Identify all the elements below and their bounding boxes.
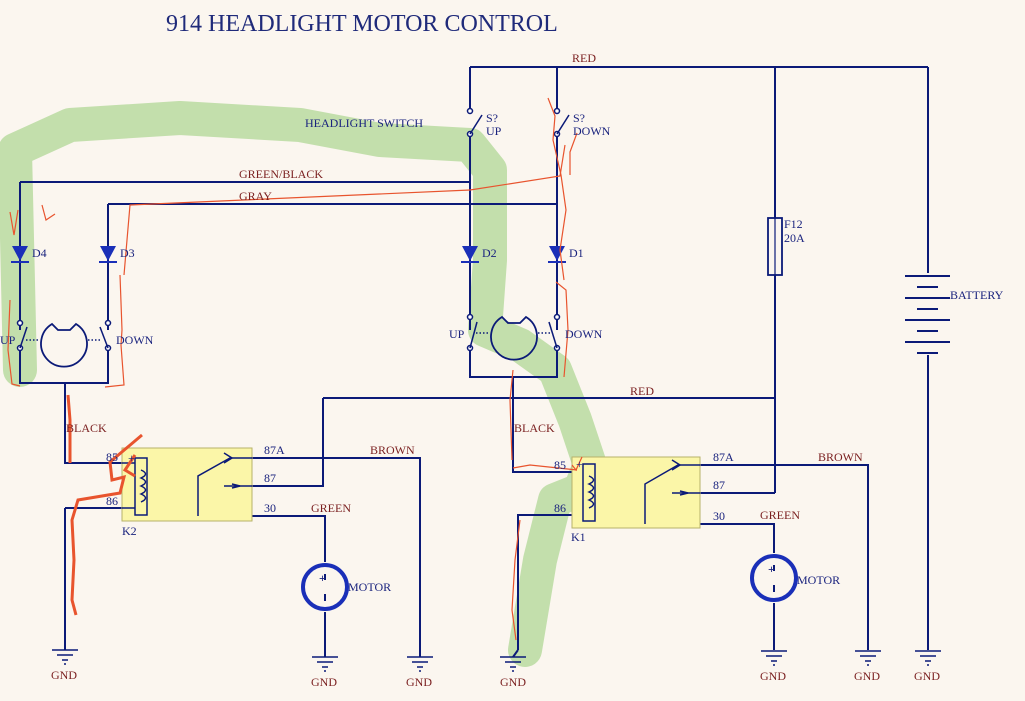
diagram-title: 914 HEADLIGHT MOTOR CONTROL bbox=[166, 11, 558, 37]
k1-ref: K1 bbox=[571, 530, 586, 544]
relay-k2 bbox=[121, 447, 253, 522]
diode-d2-label: D2 bbox=[482, 246, 497, 260]
wire-label-red-top: RED bbox=[572, 51, 596, 65]
diode-d4-label: D4 bbox=[32, 246, 47, 260]
diode-d1 bbox=[548, 246, 566, 263]
diode-d3 bbox=[99, 246, 117, 263]
battery bbox=[905, 275, 950, 354]
gnd-6 bbox=[855, 650, 881, 666]
limit-right-down-label: DOWN bbox=[565, 327, 603, 341]
k2-pin30: 30 bbox=[264, 501, 276, 515]
gnd-1 bbox=[52, 649, 78, 665]
k2-pin86: 86 bbox=[106, 494, 118, 508]
wire-label-red-mid: RED bbox=[630, 384, 654, 398]
k2-pin85: 85 bbox=[106, 450, 118, 464]
gnd-label-6: GND bbox=[854, 669, 880, 683]
wire-label-gray: GRAY bbox=[239, 189, 272, 203]
battery-label: BATTERY bbox=[950, 288, 1004, 302]
wire-label-brown-right: BROWN bbox=[818, 450, 863, 464]
limit-left-up-label: UP bbox=[0, 333, 16, 347]
wire-label-black-left: BLACK bbox=[66, 421, 107, 435]
wire-label-black-right: BLACK bbox=[514, 421, 555, 435]
k2-ref: K2 bbox=[122, 524, 137, 538]
gnd-7 bbox=[915, 650, 941, 666]
k2-coil-plus: + bbox=[128, 451, 135, 465]
wire-label-green-left: GREEN bbox=[311, 501, 351, 515]
k1-coil-plus: + bbox=[576, 457, 583, 471]
gnd-label-7: GND bbox=[914, 669, 940, 683]
limit-switch-right bbox=[466, 313, 561, 361]
gnd-label-1: GND bbox=[51, 668, 77, 682]
switch-down-ref: S? bbox=[573, 111, 585, 125]
gnd-5 bbox=[761, 650, 787, 666]
fuse-f12 bbox=[767, 217, 783, 276]
diode-d1-label: D1 bbox=[569, 246, 584, 260]
motor-left bbox=[301, 563, 349, 611]
ground-symbols bbox=[52, 649, 941, 672]
diode-d2 bbox=[461, 246, 479, 263]
gnd-2 bbox=[312, 650, 338, 672]
headlight-switch bbox=[466, 107, 570, 138]
gnd-label-4: GND bbox=[500, 675, 526, 689]
k2-pin87a: 87A bbox=[264, 443, 285, 457]
gnd-4 bbox=[500, 649, 526, 672]
switch-up-ref: S? bbox=[486, 111, 498, 125]
motor-right-label: MOTOR bbox=[797, 573, 840, 587]
limit-right-up-label: UP bbox=[449, 327, 465, 341]
k1-pin87: 87 bbox=[713, 478, 725, 492]
motor-right bbox=[750, 554, 798, 602]
k2-pin87: 87 bbox=[264, 471, 276, 485]
k1-pin85: 85 bbox=[554, 458, 566, 472]
wire-label-brown-left: BROWN bbox=[370, 443, 415, 457]
diodes bbox=[11, 246, 566, 263]
fuse-ref: F12 bbox=[784, 217, 803, 231]
motor-left-label: MOTOR bbox=[348, 580, 391, 594]
gnd-label-2: GND bbox=[311, 675, 337, 689]
gnd-3 bbox=[407, 650, 433, 672]
fuse-rating: 20A bbox=[784, 231, 805, 245]
k1-pin87a: 87A bbox=[713, 450, 734, 464]
relay-k1 bbox=[571, 456, 701, 529]
switch-down-name: DOWN bbox=[573, 124, 611, 138]
diode-d4 bbox=[11, 246, 29, 263]
limit-switch-left bbox=[16, 319, 112, 368]
diode-d3-label: D3 bbox=[120, 246, 135, 260]
limit-left-down-label: DOWN bbox=[116, 333, 154, 347]
gnd-label-5: GND bbox=[760, 669, 786, 683]
motor-left-plus: + bbox=[319, 571, 326, 585]
k1-pin30: 30 bbox=[713, 509, 725, 523]
motor-right-plus: + bbox=[768, 562, 775, 576]
switch-up-name: UP bbox=[486, 124, 502, 138]
k1-pin86: 86 bbox=[554, 501, 566, 515]
red-pen-annotation bbox=[7, 97, 583, 641]
wire-label-green-right: GREEN bbox=[760, 508, 800, 522]
headlight-switch-label: HEADLIGHT SWITCH bbox=[305, 116, 423, 130]
wire-label-green-black: GREEN/BLACK bbox=[239, 167, 323, 181]
gnd-label-3: GND bbox=[406, 675, 432, 689]
